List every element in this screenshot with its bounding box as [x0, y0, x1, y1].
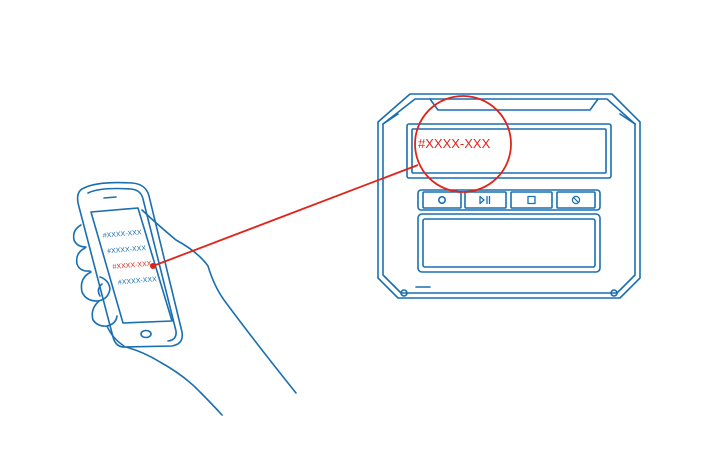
phone-list-item: #XXXX-XXX [118, 276, 158, 286]
device-screen-code: #XXXX-XXX [418, 136, 491, 151]
device-button-stop [510, 191, 553, 209]
phone-list-item-highlighted: #XXXX-XXX [112, 261, 152, 271]
device-control-strip [417, 189, 601, 211]
hand-finger-3 [80, 271, 111, 302]
phone-speaker [103, 196, 117, 199]
device [377, 93, 641, 299]
stop-icon [527, 195, 536, 205]
device-outer-body [377, 93, 641, 299]
device-button-power [422, 191, 462, 209]
phone-body-edge [87, 187, 177, 342]
hand-finger-2 [75, 247, 91, 272]
settings-icon [571, 195, 581, 205]
phone-list-item: #XXXX-XXX [103, 229, 143, 239]
phone-list: #XXXX-XXX #XXXX-XXX #XXXX-XXX #XXXX-XXX [103, 229, 158, 286]
device-left-bevel [382, 113, 399, 125]
phone-home-button [140, 329, 152, 339]
highlight-group [150, 95, 512, 269]
device-top-bevel [429, 98, 599, 111]
connector-line [152, 164, 419, 267]
device-button-play-pause [464, 191, 507, 209]
highlight-circle [414, 95, 512, 193]
hand-finger-4 [91, 300, 118, 327]
device-front-panel [417, 213, 601, 273]
phone-body [76, 181, 184, 348]
device-front-panel-inner [422, 218, 596, 268]
device-right-bevel [619, 113, 636, 125]
power-icon [437, 196, 446, 205]
device-screen [406, 123, 612, 179]
hand-knuckle [97, 283, 103, 297]
connector-dot [150, 263, 156, 269]
hand-wrist [125, 346, 223, 416]
phone-screen [90, 207, 173, 324]
hand-thumb [141, 209, 297, 394]
play-pause-icon [479, 195, 491, 205]
device-button-settings [556, 191, 596, 209]
device-screw-left [400, 289, 408, 297]
hand-palm [106, 325, 125, 347]
device-screw-right [610, 289, 618, 297]
phone-list-item: #XXXX-XXX [107, 245, 147, 255]
hand-with-phone [72, 181, 297, 416]
hand-finger-1 [72, 224, 87, 248]
